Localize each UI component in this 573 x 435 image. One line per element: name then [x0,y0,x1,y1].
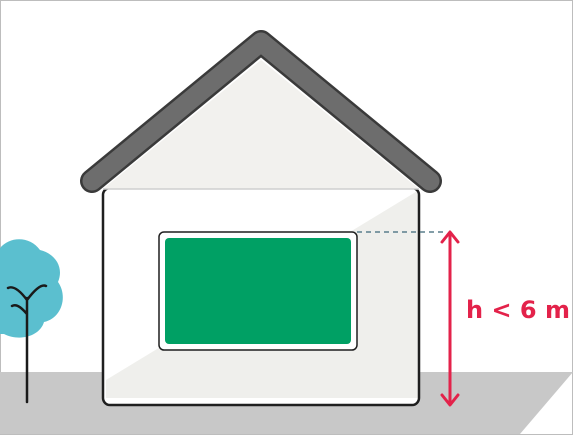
sign-panel [165,238,351,344]
height-label: h < 6 m [466,296,570,324]
roof [82,32,440,191]
house-gable [103,60,419,189]
measure-arrowhead-top [440,230,460,244]
tree-icon [0,239,63,404]
measure-arrowhead-bottom [440,393,460,407]
tree-trunk [6,284,48,404]
double-arrow-vertical-icon [440,230,460,407]
tree-foliage [0,239,63,338]
wall-sign [158,231,358,351]
